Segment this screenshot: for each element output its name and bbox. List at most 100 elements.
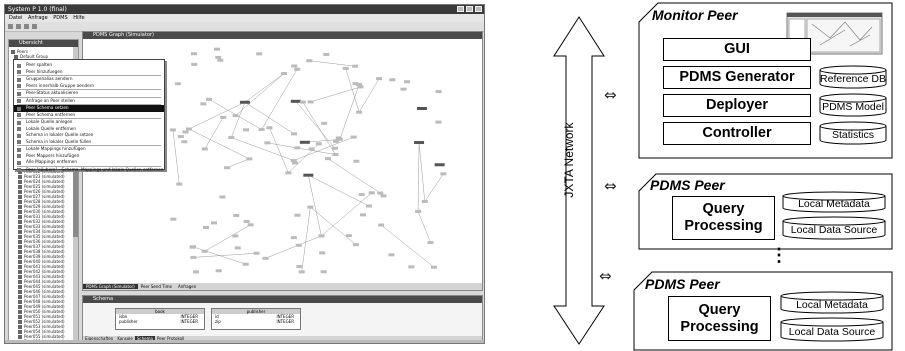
- menu-hilfe[interactable]: Hilfe: [73, 15, 85, 21]
- context-menu-item[interactable]: Peer Mappers hinzufügen: [14, 153, 164, 160]
- tree-item[interactable]: Default Group: [14, 54, 48, 59]
- tree-item[interactable]: Peer048 (simulated): [18, 299, 65, 304]
- graph-node[interactable]: [234, 246, 241, 250]
- tree-item[interactable]: Peer053 (simulated): [18, 324, 65, 329]
- context-menu-item[interactable]: Peer spalten: [14, 62, 164, 69]
- graph-node[interactable]: [318, 234, 325, 238]
- graph-node[interactable]: [378, 223, 385, 227]
- tree-item[interactable]: Peer046 (simulated): [18, 289, 65, 294]
- graph-node[interactable]: [182, 130, 189, 134]
- context-menu-item[interactable]: Lokale Quelle anlegen: [14, 119, 164, 126]
- graph-node[interactable]: [350, 135, 357, 139]
- tab-pdms-graph[interactable]: PDMS Graph (Simulator): [83, 284, 138, 289]
- graph-node[interactable]: [307, 205, 314, 209]
- tree-item[interactable]: Peer041 (simulated): [18, 264, 65, 269]
- graph-node[interactable]: [185, 127, 192, 131]
- graph-node[interactable]: [400, 87, 407, 91]
- graph-node[interactable]: [353, 159, 360, 163]
- graph-node[interactable]: [296, 265, 303, 269]
- tree-item[interactable]: Peer025 (simulated): [18, 184, 65, 189]
- graph-node[interactable]: [356, 83, 363, 87]
- tree-item[interactable]: Peer030 (simulated): [18, 209, 65, 214]
- graph-node[interactable]: [214, 47, 221, 51]
- save-icon[interactable]: [24, 24, 29, 29]
- context-menu-item[interactable]: Schema in lokaler Quelle setzen: [14, 132, 164, 139]
- graph-node[interactable]: [357, 85, 364, 89]
- graph-node[interactable]: [416, 107, 427, 111]
- graph-node[interactable]: [294, 146, 301, 150]
- graph-node[interactable]: [181, 140, 188, 144]
- graph-node[interactable]: [290, 236, 297, 240]
- tree-item[interactable]: Peer028 (simulated): [18, 199, 65, 204]
- graph-node[interactable]: [358, 193, 365, 197]
- graph-node[interactable]: [299, 100, 306, 104]
- graph-node[interactable]: [380, 194, 387, 198]
- graph-node[interactable]: [190, 52, 197, 56]
- tab-anfragen[interactable]: Anfragen: [177, 284, 197, 289]
- graph-node[interactable]: [342, 66, 349, 70]
- graph-node[interactable]: [435, 120, 442, 124]
- menu-datei[interactable]: Datei: [9, 15, 23, 21]
- tree-item[interactable]: Peer052 (simulated): [18, 319, 65, 324]
- graph-node[interactable]: [193, 270, 200, 274]
- graph-node[interactable]: [224, 166, 231, 170]
- graph-node[interactable]: [243, 219, 250, 223]
- graph-node[interactable]: [388, 253, 395, 257]
- graph-node[interactable]: [290, 159, 297, 163]
- maximize-button[interactable]: [466, 6, 473, 12]
- graph-node[interactable]: [368, 191, 375, 195]
- context-menu-item[interactable]: Lokale Quelle entfernen: [14, 126, 164, 133]
- tree-item[interactable]: Peer054 (simulated): [18, 329, 65, 334]
- tree-item[interactable]: Peer050 (simulated): [18, 309, 65, 314]
- context-menu-item[interactable]: Peer hinzufuegen: [14, 69, 164, 76]
- graph-node[interactable]: [262, 256, 269, 260]
- graph-node[interactable]: [414, 141, 425, 145]
- graph-node[interactable]: [291, 64, 298, 68]
- graph-node[interactable]: [335, 136, 342, 140]
- graph-node[interactable]: [324, 157, 331, 161]
- graph-node[interactable]: [201, 249, 208, 253]
- graph-node[interactable]: [239, 100, 250, 104]
- tree-item[interactable]: Peer043 (simulated): [18, 274, 65, 279]
- tree-item[interactable]: Peer023 (simulated): [18, 174, 65, 179]
- tree-item[interactable]: Peer038 (simulated): [18, 249, 65, 254]
- tree-item[interactable]: Peers: [11, 49, 28, 54]
- graph-node[interactable]: [435, 90, 442, 94]
- graph-node[interactable]: [256, 52, 263, 56]
- graph-node[interactable]: [189, 245, 196, 249]
- graph-node[interactable]: [352, 64, 359, 68]
- tree-item[interactable]: Peer040 (simulated): [18, 259, 65, 264]
- tree-item[interactable]: Peer036 (simulated): [18, 239, 65, 244]
- graph-node[interactable]: [332, 146, 339, 150]
- graph-node[interactable]: [176, 182, 183, 186]
- tree-item[interactable]: Peer051 (simulated): [18, 314, 65, 319]
- tree-item[interactable]: Peer032 (simulated): [18, 219, 65, 224]
- graph-node[interactable]: [203, 225, 210, 229]
- graph-node[interactable]: [170, 217, 177, 221]
- context-menu-item[interactable]: Lokale Mappings hinzufügen: [14, 146, 164, 153]
- graph-node[interactable]: [232, 234, 239, 238]
- graph-node[interactable]: [319, 251, 326, 255]
- context-menu-item[interactable]: Schema in lokaler Quelle füllen: [14, 139, 164, 146]
- minimize-button[interactable]: [457, 6, 464, 12]
- graph-node[interactable]: [294, 67, 301, 71]
- graph-node[interactable]: [243, 128, 250, 132]
- graph-node[interactable]: [323, 52, 330, 56]
- graph-node[interactable]: [321, 121, 328, 125]
- graph-node[interactable]: [295, 243, 302, 247]
- graph-node[interactable]: [217, 58, 224, 62]
- graph-node[interactable]: [201, 147, 208, 151]
- graph-node[interactable]: [280, 72, 287, 76]
- graph-node[interactable]: [308, 147, 315, 151]
- new-icon[interactable]: [8, 24, 13, 29]
- tree-item[interactable]: Peer037 (simulated): [18, 244, 65, 249]
- context-menu-item[interactable]: Peer Schema setzen: [14, 105, 164, 112]
- tab-schema[interactable]: Schema: [134, 336, 155, 341]
- graph-node[interactable]: [169, 128, 176, 132]
- tree-item[interactable]: Peer029 (simulated): [18, 204, 65, 209]
- tree-item[interactable]: Peer033 (simulated): [18, 224, 65, 229]
- tab-peer-send-time[interactable]: Peer Send Time: [140, 284, 172, 289]
- tree-item[interactable]: Peer031 (simulated): [18, 214, 65, 219]
- tree-item[interactable]: Peer035 (simulated): [18, 234, 65, 239]
- tree-item[interactable]: Peer024 (simulated): [18, 179, 65, 184]
